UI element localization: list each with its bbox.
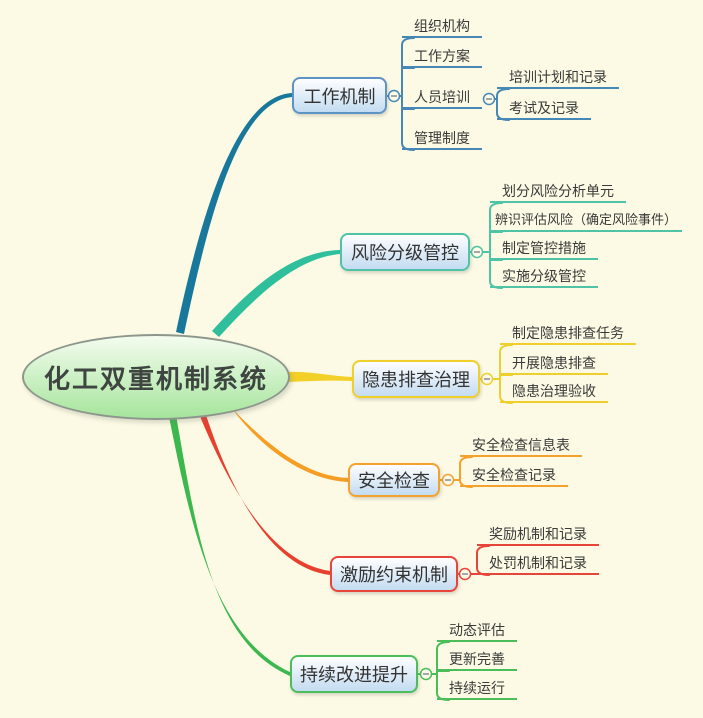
branch-safety-inspection[interactable]: 安全检查 xyxy=(348,463,440,497)
bracket-risk-control xyxy=(469,202,503,289)
leaf-divide-risk-units[interactable]: 划分风险分析单元 xyxy=(490,181,626,203)
leaf-implement-grading[interactable]: 实施分级管控 xyxy=(490,266,598,288)
leaf-hazard-check[interactable]: 开展隐患排查 xyxy=(500,353,608,375)
leaf-inspection-records[interactable]: 安全检查记录 xyxy=(460,465,568,487)
collapse-icon[interactable] xyxy=(458,567,472,581)
branch-curve-work-mechanism xyxy=(176,93,292,334)
leaf-dynamic-evaluation[interactable]: 动态评估 xyxy=(437,620,517,642)
collapse-icon[interactable] xyxy=(482,92,496,106)
leaf-inspection-info-table[interactable]: 安全检查信息表 xyxy=(460,435,582,457)
branch-curve-risk-control xyxy=(212,250,340,337)
leaf-work-plan[interactable]: 工作方案 xyxy=(402,46,482,68)
leaf-punishment-records[interactable]: 处罚机制和记录 xyxy=(477,553,599,575)
leaf-identify-assess-risk[interactable]: 辨识评估风险（确定风险事件） xyxy=(490,210,683,232)
leaf-update-improve[interactable]: 更新完善 xyxy=(437,649,517,671)
leaf-exam-records[interactable]: 考试及记录 xyxy=(497,98,591,120)
leaf-hazard-task[interactable]: 制定隐患排查任务 xyxy=(500,323,636,345)
branch-work-mechanism[interactable]: 工作机制 xyxy=(292,77,387,114)
leaf-continuous-operation[interactable]: 持续运行 xyxy=(437,678,517,700)
branch-curve-hazard-treatment xyxy=(287,371,352,382)
collapse-icon[interactable] xyxy=(387,89,401,103)
collapse-icon[interactable] xyxy=(480,372,494,386)
collapse-icon[interactable] xyxy=(419,667,433,681)
leaf-organization[interactable]: 组织机构 xyxy=(402,16,482,38)
leaf-reward-records[interactable]: 奖励机制和记录 xyxy=(477,524,599,546)
central-topic[interactable]: 化工双重机制系统 xyxy=(22,334,290,420)
collapse-icon[interactable] xyxy=(441,473,455,487)
bracket-work-mechanism xyxy=(386,37,415,151)
leaf-management-system[interactable]: 管理制度 xyxy=(402,128,482,150)
branch-improvement[interactable]: 持续改进提升 xyxy=(290,655,418,693)
leaf-training-plan-records[interactable]: 培训计划和记录 xyxy=(497,67,619,89)
branch-incentive[interactable]: 激励约束机制 xyxy=(330,556,458,592)
collapse-icon[interactable] xyxy=(470,245,484,259)
leaf-personnel-training[interactable]: 人员培训 xyxy=(402,87,482,109)
branch-curve-incentive xyxy=(197,409,330,575)
leaf-control-measures[interactable]: 制定管控措施 xyxy=(490,238,598,260)
branch-curve-safety-inspection xyxy=(225,401,348,482)
leaf-hazard-acceptance[interactable]: 隐患治理验收 xyxy=(500,381,608,403)
branch-curve-improvement xyxy=(168,412,290,676)
branch-hazard-treatment[interactable]: 隐患排查治理 xyxy=(352,360,480,398)
branch-risk-control[interactable]: 风险分级管控 xyxy=(340,233,470,271)
bracket-improvement xyxy=(417,641,450,701)
